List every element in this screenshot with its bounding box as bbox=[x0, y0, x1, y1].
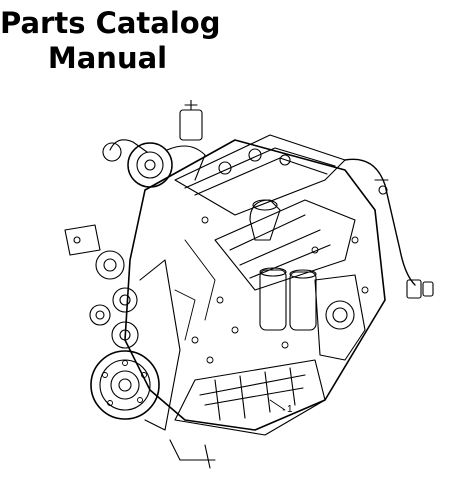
title-line-1: Parts Catalog bbox=[0, 6, 221, 40]
engine-line-drawing-icon bbox=[64, 100, 434, 469]
document-title: Parts Catalog Manual bbox=[0, 6, 221, 76]
callout-label: 1 bbox=[287, 404, 293, 415]
title-line-2: Manual bbox=[47, 41, 168, 75]
